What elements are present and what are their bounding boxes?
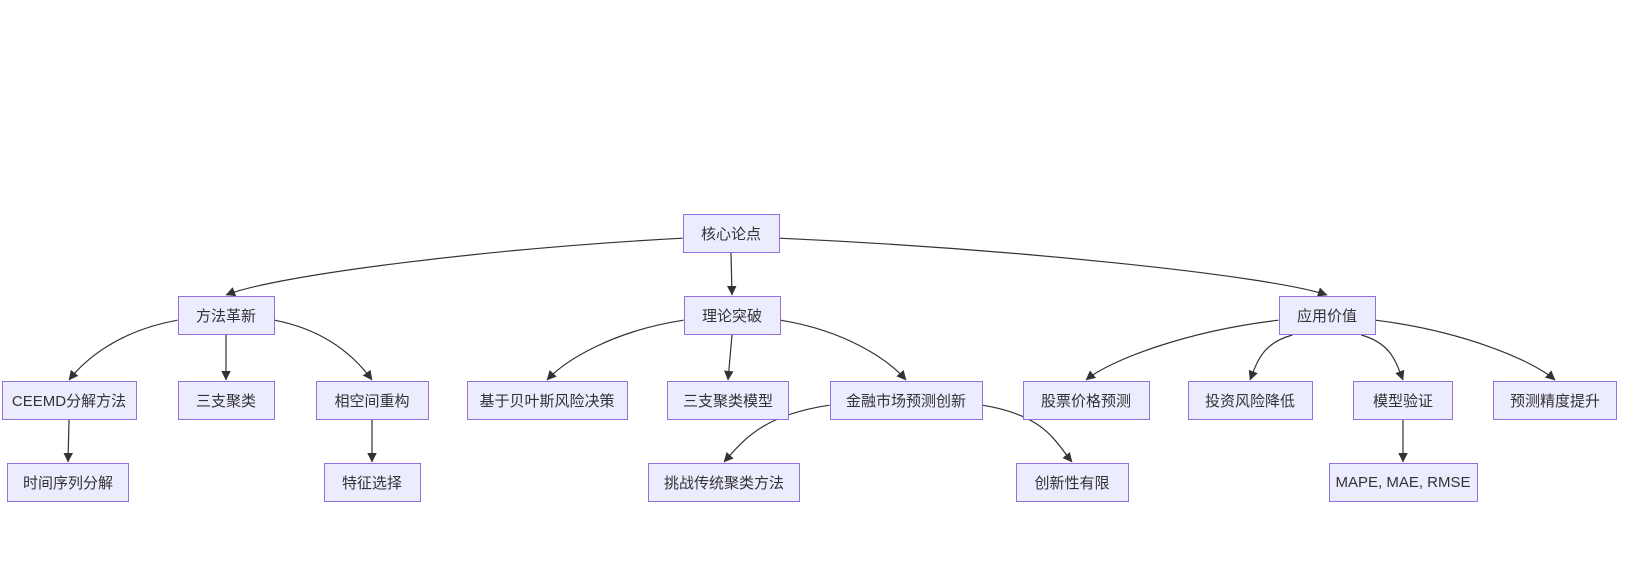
node-theory: 理论突破 <box>683 296 781 335</box>
node-label: 金融市场预测创新 <box>845 393 966 410</box>
edge-theory-three-model <box>724 334 734 381</box>
node-limited: 创新性有限 <box>1015 463 1129 502</box>
edge-theory-fin-market <box>780 319 907 381</box>
node-label: 应用价值 <box>1296 308 1357 325</box>
node-label: 三支聚类模型 <box>682 393 773 410</box>
node-label: 挑战传统聚类方法 <box>663 475 784 492</box>
node-label: 核心论点 <box>700 226 761 243</box>
node-core: 核心论点 <box>682 214 780 253</box>
node-three-model: 三支聚类模型 <box>667 381 789 420</box>
node-label: 创新性有限 <box>1034 475 1110 492</box>
node-fin-market: 金融市场预测创新 <box>829 381 983 420</box>
edge-value-invest <box>1248 334 1293 381</box>
node-phase-space: 相空间重构 <box>315 381 429 420</box>
node-value: 应用价值 <box>1278 296 1376 335</box>
node-model-val: 模型验证 <box>1353 381 1453 420</box>
node-label: 方法革新 <box>195 308 256 325</box>
edge-ceemd-time-series <box>63 419 74 463</box>
node-ceemd: CEEMD分解方法 <box>1 381 137 420</box>
node-label: 三支聚类 <box>195 393 256 410</box>
node-stock: 股票价格预测 <box>1022 381 1150 420</box>
edge-fin-market-limited <box>982 404 1073 463</box>
edge-fin-market-challenge <box>723 404 830 463</box>
edge-core-value <box>779 237 1328 297</box>
node-label: 理论突破 <box>701 308 762 325</box>
edge-value-precision <box>1375 319 1556 381</box>
node-label: 股票价格预测 <box>1040 393 1131 410</box>
node-label: MAPE, MAE, RMSE <box>1335 474 1471 491</box>
node-feature: 特征选择 <box>323 463 421 502</box>
node-label: 投资风险降低 <box>1204 393 1295 410</box>
node-three-cluster: 三支聚类 <box>177 381 275 420</box>
edges-group <box>63 237 1556 463</box>
node-label: 时间序列分解 <box>22 475 113 492</box>
node-label: 基于贝叶斯风险决策 <box>479 393 615 410</box>
edge-method-phase-space <box>274 319 373 381</box>
edge-method-ceemd <box>68 319 178 381</box>
node-mape: MAPE, MAE, RMSE <box>1328 463 1478 502</box>
edge-value-model-val <box>1361 334 1405 381</box>
edge-core-method <box>225 237 683 297</box>
node-label: 相空间重构 <box>334 393 410 410</box>
node-label: 预测精度提升 <box>1509 393 1600 410</box>
node-precision: 预测精度提升 <box>1493 381 1617 420</box>
node-invest: 投资风险降低 <box>1187 381 1313 420</box>
node-label: CEEMD分解方法 <box>11 393 127 410</box>
edge-theory-bayes <box>546 319 684 381</box>
edge-core-theory <box>726 252 737 296</box>
node-bayes: 基于贝叶斯风险决策 <box>466 381 628 420</box>
node-label: 特征选择 <box>341 475 402 492</box>
node-method: 方法革新 <box>177 296 275 335</box>
node-label: 模型验证 <box>1372 393 1433 410</box>
node-time-series: 时间序列分解 <box>7 463 129 502</box>
node-challenge: 挑战传统聚类方法 <box>648 463 800 502</box>
edge-value-stock <box>1085 319 1279 381</box>
